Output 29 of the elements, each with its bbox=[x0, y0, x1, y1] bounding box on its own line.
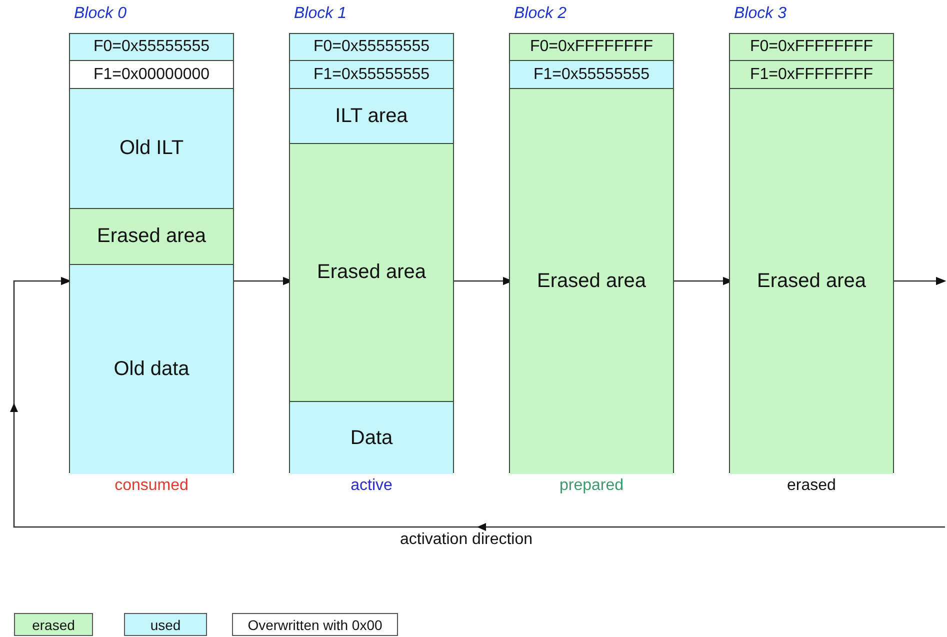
flag-field: F0=0x55555555 bbox=[70, 34, 233, 61]
block-title: Block 3 bbox=[734, 5, 786, 23]
arrow bbox=[10, 276, 945, 531]
memory-area: Old data bbox=[70, 265, 233, 474]
block-status: active bbox=[350, 477, 392, 494]
memory-area: Erased area bbox=[70, 209, 233, 265]
flag-field: F1=0x55555555 bbox=[510, 61, 673, 89]
flag-field: F0=0xFFFFFFFF bbox=[510, 34, 673, 61]
memory-area: Data bbox=[290, 402, 453, 474]
block-title: Block 1 bbox=[294, 5, 346, 23]
block-title: Block 2 bbox=[514, 5, 566, 23]
legend-item: erased bbox=[14, 613, 93, 636]
flag-field: F0=0x55555555 bbox=[290, 34, 453, 61]
arrow bbox=[894, 276, 946, 286]
legend-item: Overwritten with 0x00 bbox=[232, 613, 398, 636]
legend-item: used bbox=[124, 613, 207, 636]
flag-field: F1=0xFFFFFFFF bbox=[730, 61, 893, 89]
memory-area: Erased area bbox=[290, 144, 453, 402]
memory-area: ILT area bbox=[290, 89, 453, 144]
flag-field: F1=0x55555555 bbox=[290, 61, 453, 89]
block-title: Block 0 bbox=[74, 5, 126, 23]
block-status: consumed bbox=[114, 477, 188, 494]
memory-area: Old ILT bbox=[70, 89, 233, 209]
block-status: erased bbox=[787, 477, 836, 494]
memory-area: Erased area bbox=[730, 89, 893, 474]
flag-field: F0=0xFFFFFFFF bbox=[730, 34, 893, 61]
block-status: prepared bbox=[559, 477, 624, 494]
edge-label: activation direction bbox=[400, 531, 533, 549]
memory-area: Erased area bbox=[510, 89, 673, 474]
